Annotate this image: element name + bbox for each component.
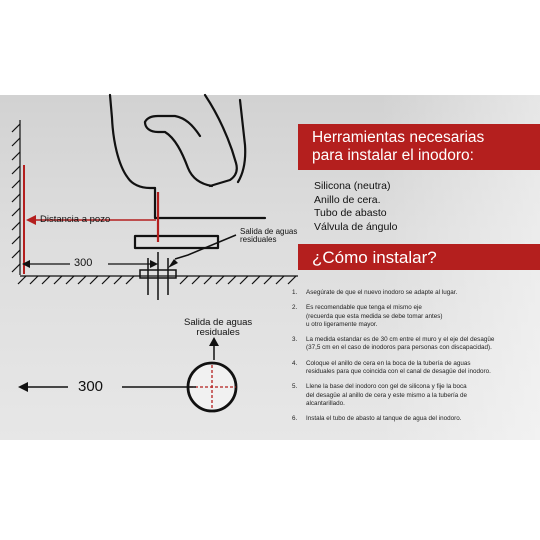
tools-title-banner: Herramientas necesarias para instalar el…: [298, 124, 540, 170]
install-title: ¿Cómo instalar?: [312, 248, 437, 267]
drain-label-top: Salida de aguas residuales: [240, 228, 297, 244]
dimension-300-bottom: [26, 386, 196, 388]
distance-arrow: [26, 215, 156, 225]
step-text: Es recomendable que tenga el mismo eje: [306, 304, 422, 312]
install-step: 3. La medida estandar es de 30 cm entre …: [292, 336, 532, 353]
step-number: 6.: [292, 415, 298, 423]
tools-item: Silicona (neutra): [314, 180, 391, 192]
install-steps-list: 1. Asegúrate de que el nuevo inodoro se …: [292, 289, 532, 431]
drain-label-floor-line1: Salida de aguas: [184, 317, 253, 328]
step-number: 5.: [292, 383, 298, 391]
drain-arrow-icon: [168, 259, 178, 268]
step-text: Asegúrate de que el nuevo inodoro se ada…: [306, 289, 458, 296]
step-text: (recuerda que esta medida se debe tomar …: [306, 312, 443, 320]
step-text: Instala el tubo de abasto al tanque de a…: [306, 415, 462, 423]
floor-hatching: [17, 275, 298, 285]
tools-item: Tubo de abasto: [314, 207, 387, 219]
drain-label-floor: Salida de aguas residuales: [184, 318, 252, 338]
drain-label-top-line2: residuales: [240, 235, 277, 244]
step-text: del desagüe al anillo de cera y este mis…: [306, 391, 468, 399]
step-text: La medida estandar es de 30 cm entre el …: [306, 336, 495, 344]
install-step: 6. Instala el tubo de abasto al tanque d…: [292, 415, 532, 423]
step-text: u otro ligeramente mayor.: [306, 320, 378, 328]
step-text: alcantarillado.: [306, 399, 345, 407]
drain-label-top-line1: Salida de aguas: [240, 227, 298, 236]
step-number: 2.: [292, 304, 298, 312]
step-number: 3.: [292, 336, 298, 344]
wall-hatching: [11, 120, 21, 275]
tools-title-line2: para instalar el inodoro:: [312, 147, 474, 164]
drain-pipe: [139, 234, 237, 300]
install-step: 2. Es recomendable que tenga el mismo ej…: [292, 304, 532, 329]
step-text: Llene la base del inodoro con gel de sil…: [306, 383, 467, 391]
dimension-label-top: 300: [74, 257, 93, 269]
dimension-arrow-right-icon: [150, 260, 158, 268]
step-number: 4.: [292, 359, 298, 367]
tools-list: Silicona (neutra) Anillo de cera. Tubo d…: [314, 180, 397, 234]
install-step: 1. Asegúrate de que el nuevo inodoro se …: [292, 289, 532, 297]
step-text: residuales para que coincida con el cana…: [306, 368, 491, 376]
drain-label-floor-line2: residuales: [196, 327, 240, 338]
dimension-label-floor: 300: [78, 378, 104, 395]
step-number: 1.: [292, 289, 298, 296]
install-step: 4. Coloque el anillo de cera en la boca …: [292, 360, 532, 377]
tools-title-line1: Herramientas necesarias: [312, 129, 485, 146]
tools-item: Válvula de ángulo: [314, 220, 398, 233]
install-step: 5. Llene la base del inodoro con gel de …: [292, 383, 532, 408]
distance-label: Distancia a pozo: [40, 214, 111, 225]
floor-arrow-left-icon: [18, 382, 28, 392]
install-title-banner: ¿Cómo instalar?: [298, 244, 540, 270]
toilet-outline: [108, 93, 267, 250]
tools-item: Anillo de cera.: [314, 193, 381, 206]
step-text: (37,5 cm en el caso de inodoros para per…: [306, 344, 492, 352]
up-arrow-icon: [209, 337, 219, 360]
dimension-arrow-left-icon: [22, 260, 30, 268]
step-text: Coloque el anillo de cera en la boca de …: [306, 359, 471, 367]
